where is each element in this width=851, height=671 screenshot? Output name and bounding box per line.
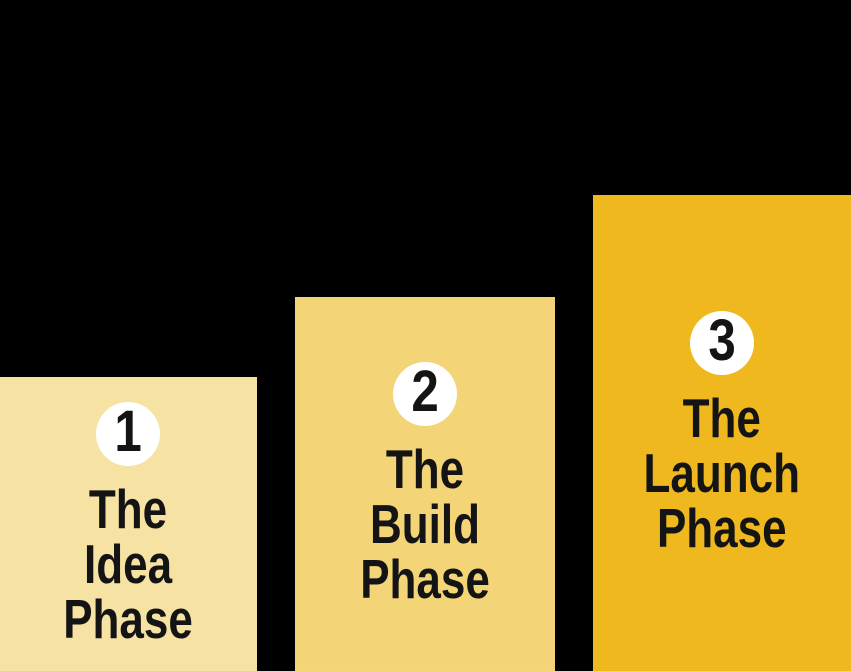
phase-number-badge-2: 2 [392,358,457,426]
phase-content-build: 2 The Build Phase [344,358,506,610]
phase-bar-build: 2 The Build Phase [295,297,555,671]
phase-bar-idea: 1 The Idea Phase [0,377,257,671]
phase-title-launch: The Launch Phase [643,386,801,559]
phase-number-3: 3 [708,307,736,373]
phase-title-build: The Build Phase [360,437,490,610]
phase-number-1: 1 [114,398,143,464]
phase-bar-launch: 3 The Launch Phase [593,195,851,671]
phase-title-idea: The Idea Phase [63,477,194,650]
phase-content-launch: 3 The Launch Phase [624,307,820,559]
phase-number-2: 2 [411,358,439,424]
phase-content-idea: 1 The Idea Phase [47,398,209,650]
phase-number-badge-3: 3 [690,307,754,375]
phase-number-badge-1: 1 [96,398,161,466]
